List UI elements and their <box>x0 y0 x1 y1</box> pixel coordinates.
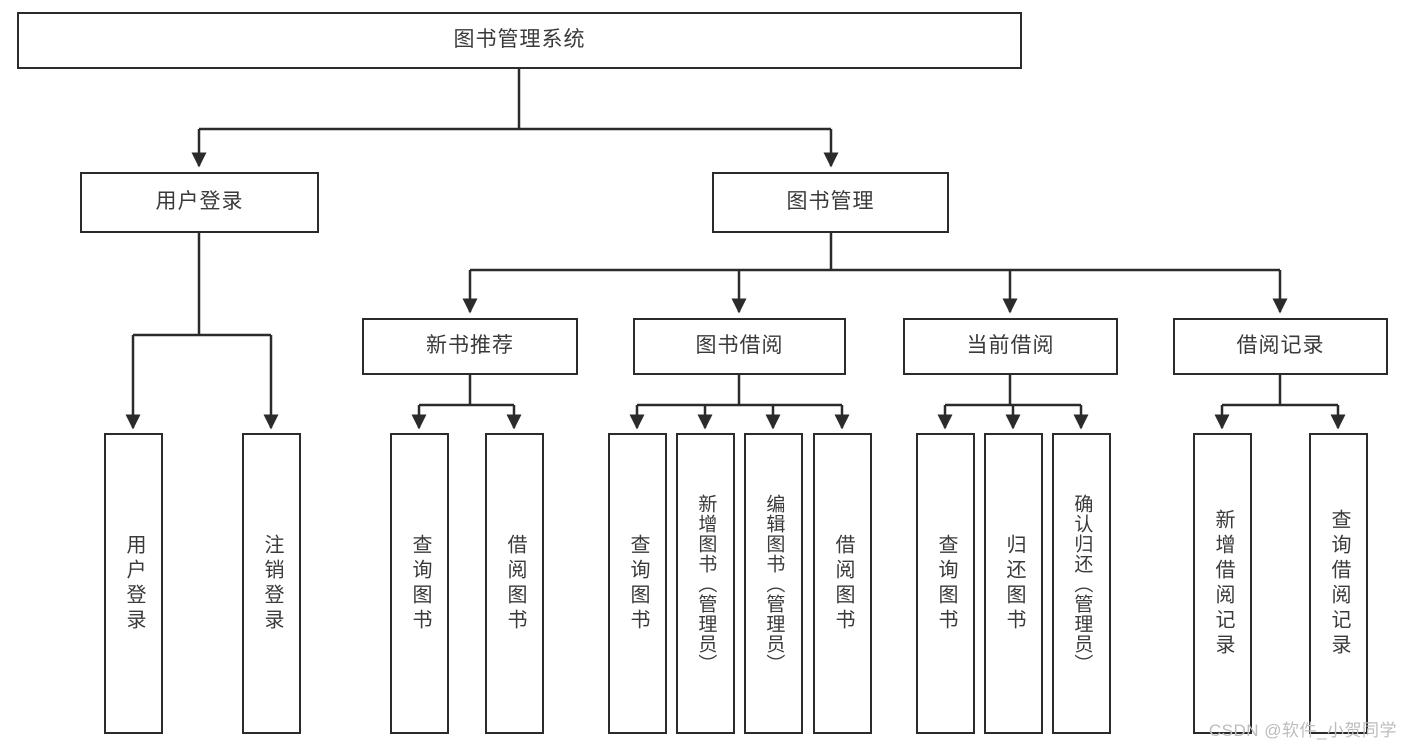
node-label: 用户登录 <box>155 190 244 214</box>
node-root-system[interactable]: 图书管理系统 <box>17 12 1022 69</box>
node-label: 图书管理系统 <box>453 28 586 52</box>
node-label: 确认归还（管理员） <box>1071 493 1093 674</box>
leaf-current-borrow-confirm-return[interactable]: 确认归还（管理员） <box>1052 433 1111 734</box>
leaf-new-book-query[interactable]: 查询图书 <box>390 433 449 734</box>
leaf-book-borrow-edit[interactable]: 编辑图书（管理员） <box>744 433 803 734</box>
node-label: 图书管理 <box>786 190 875 214</box>
leaf-user-login-logout[interactable]: 注销登录 <box>242 433 301 734</box>
node-label: 新增图书（管理员） <box>695 493 717 674</box>
node-label: 新书推荐 <box>426 334 514 358</box>
node-new-book-recommend[interactable]: 新书推荐 <box>362 318 578 375</box>
leaf-current-borrow-return[interactable]: 归还图书 <box>984 433 1043 734</box>
node-label: 用户登录 <box>123 533 145 634</box>
node-label: 查询借阅记录 <box>1328 508 1350 659</box>
leaf-current-borrow-query[interactable]: 查询图书 <box>916 433 975 734</box>
node-label: 查询图书 <box>627 533 649 634</box>
node-user-login[interactable]: 用户登录 <box>80 172 319 233</box>
node-book-borrow[interactable]: 图书借阅 <box>633 318 846 375</box>
node-label: 注销登录 <box>261 533 283 634</box>
node-label: 借阅图书 <box>832 533 854 634</box>
node-book-management[interactable]: 图书管理 <box>712 172 949 233</box>
node-label: 编辑图书（管理员） <box>763 493 785 674</box>
leaf-borrow-record-add[interactable]: 新增借阅记录 <box>1193 433 1252 734</box>
node-label: 借阅记录 <box>1236 334 1325 358</box>
leaf-book-borrow-add[interactable]: 新增图书（管理员） <box>676 433 735 734</box>
node-label: 借阅图书 <box>504 533 526 634</box>
leaf-book-borrow-query[interactable]: 查询图书 <box>608 433 667 734</box>
node-label: 查询图书 <box>935 533 957 634</box>
leaf-user-login-login[interactable]: 用户登录 <box>104 433 163 734</box>
node-label: 新增借阅记录 <box>1212 508 1234 659</box>
node-label: 当前借阅 <box>966 334 1055 358</box>
leaf-new-book-borrow[interactable]: 借阅图书 <box>485 433 544 734</box>
node-label: 图书借阅 <box>695 334 784 358</box>
node-label: 归还图书 <box>1003 533 1025 634</box>
node-borrow-record[interactable]: 借阅记录 <box>1173 318 1388 375</box>
leaf-borrow-record-query[interactable]: 查询借阅记录 <box>1309 433 1368 734</box>
watermark: CSDN @软件_小贺同学 <box>1208 721 1397 740</box>
leaf-book-borrow-borrow[interactable]: 借阅图书 <box>813 433 872 734</box>
node-label: 查询图书 <box>409 533 431 634</box>
node-current-borrow[interactable]: 当前借阅 <box>903 318 1118 375</box>
